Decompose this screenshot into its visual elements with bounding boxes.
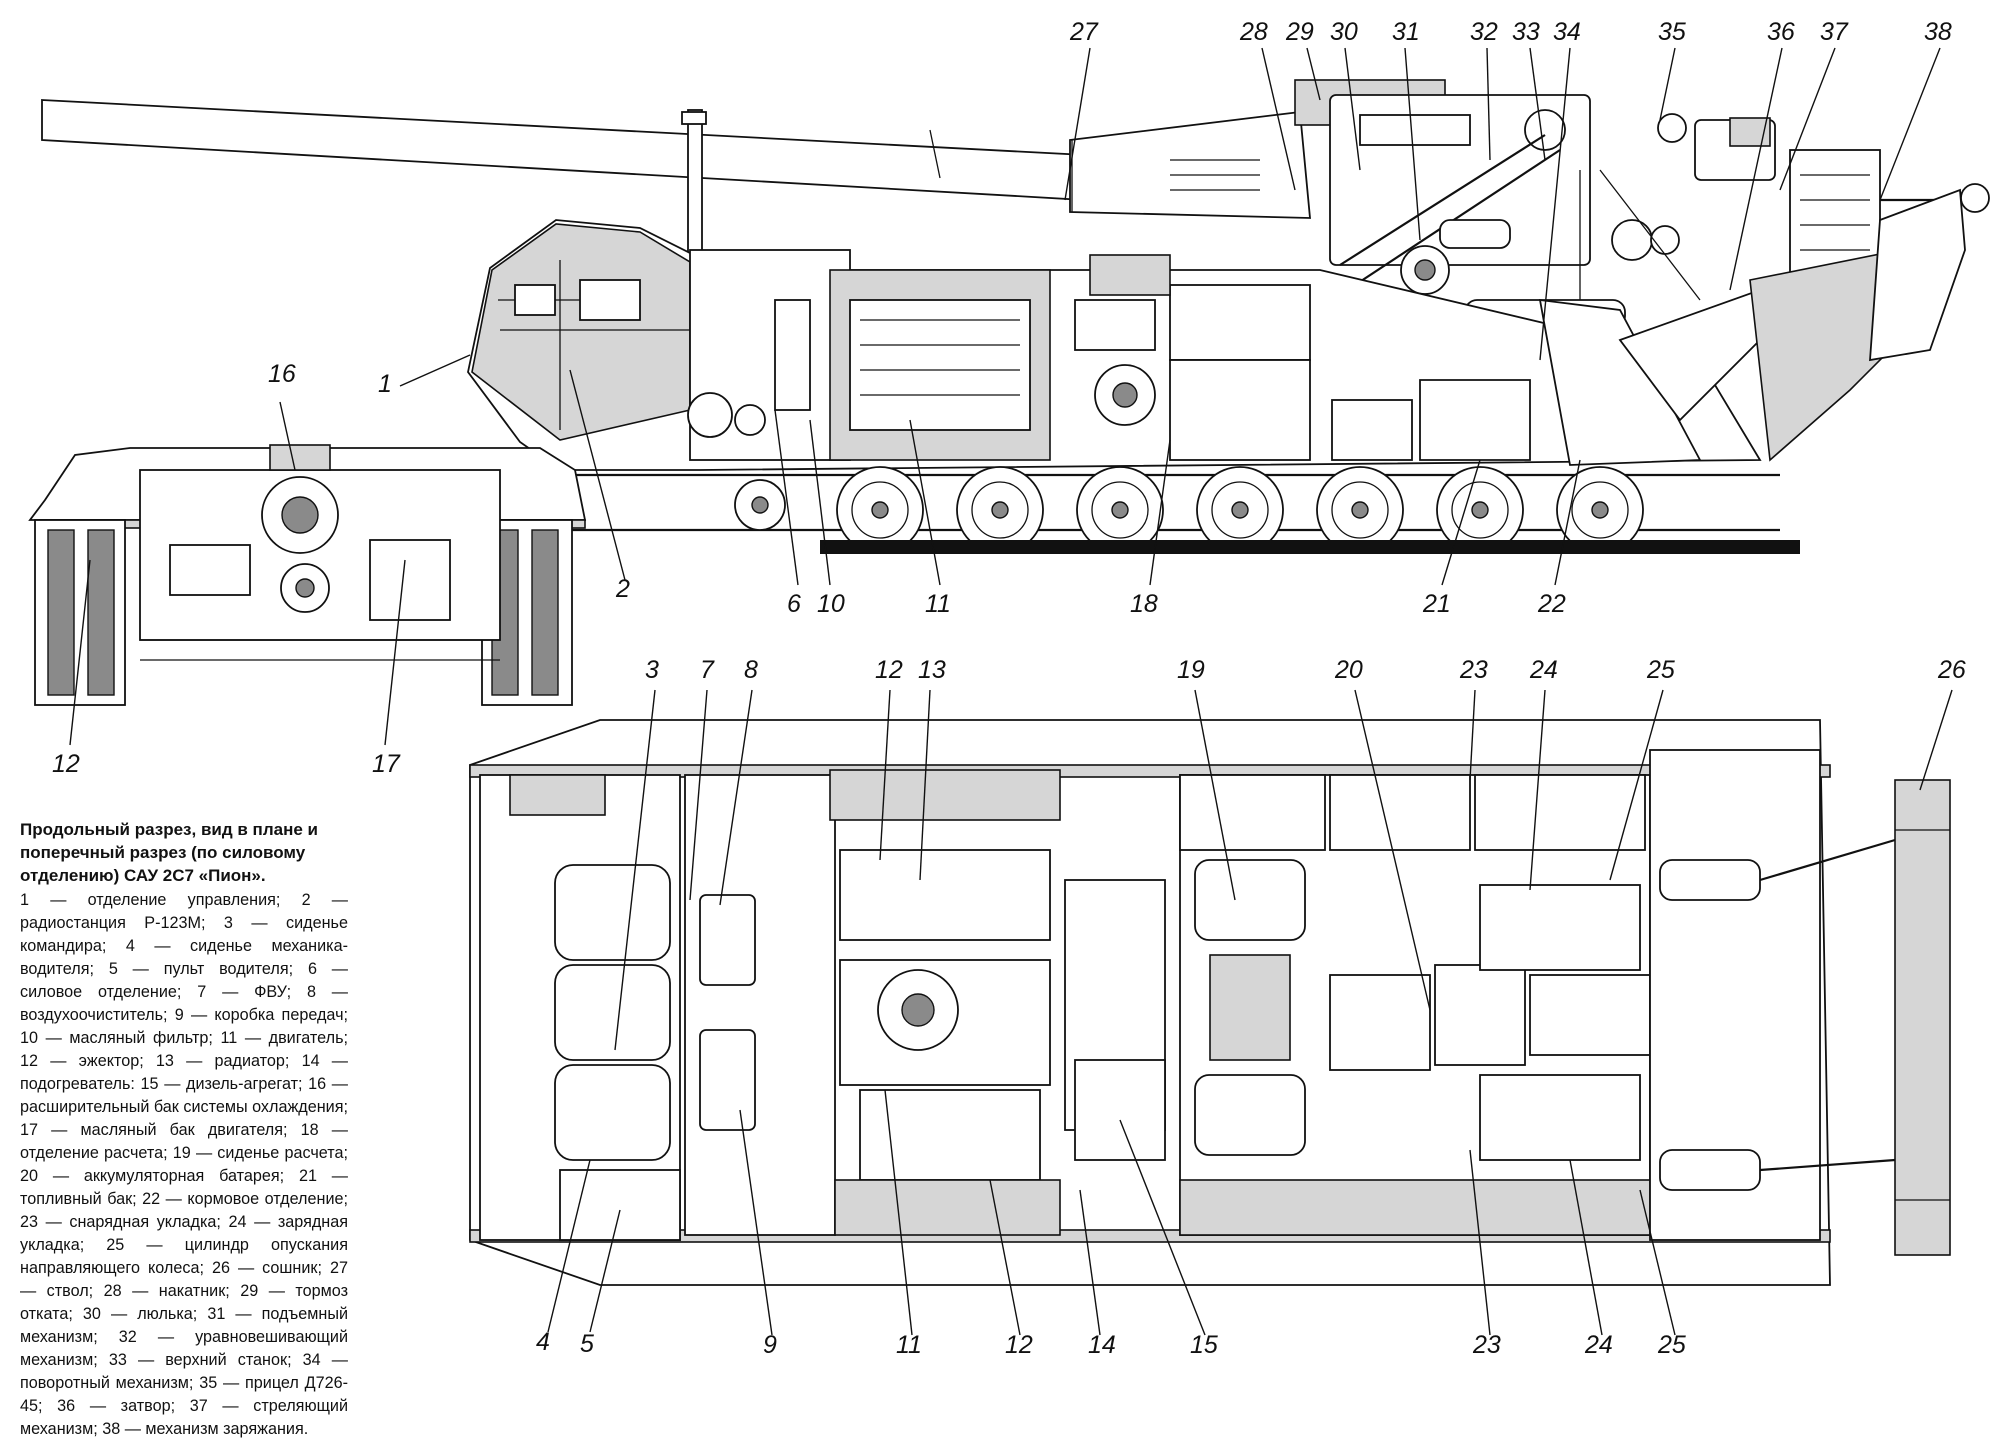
callout-plan-top-7: 23 <box>1459 656 1488 684</box>
callout-side-1: 28 <box>1239 18 1268 46</box>
callout-side-17: 18 <box>1130 590 1158 618</box>
callout-plan-top-2: 8 <box>744 656 758 684</box>
callout-cross-1: 12 <box>52 750 80 778</box>
callout-plan-top-1: 7 <box>700 656 715 684</box>
callout-side-4: 31 <box>1392 18 1420 46</box>
callout-side-2: 29 <box>1285 18 1314 46</box>
callout-plan-top-9: 25 <box>1646 656 1675 684</box>
callout-plan-top-6: 20 <box>1334 656 1363 684</box>
callout-side-8: 35 <box>1658 18 1686 46</box>
callout-plan-top-4: 13 <box>918 656 946 684</box>
side-view <box>41 79 1990 554</box>
callout-side-13: 2 <box>615 575 630 603</box>
callout-side-19: 22 <box>1537 590 1566 618</box>
caption-legend-text: 1 — отделение управления; 2 — радиостанц… <box>20 891 348 1438</box>
callout-plan-bottom-4: 12 <box>1005 1331 1033 1359</box>
callout-plan-bottom-0: 4 <box>536 1328 550 1356</box>
callout-plan-bottom-6: 15 <box>1190 1331 1218 1359</box>
callout-side-0: 27 <box>1069 18 1099 46</box>
callout-plan-bottom-1: 5 <box>580 1330 594 1358</box>
caption-legend: Продольный разрез, вид в плане и попереч… <box>20 818 348 1441</box>
leader-lines <box>69 47 1953 1336</box>
callout-side-15: 10 <box>817 590 845 618</box>
callout-side-11: 38 <box>1924 18 1952 46</box>
callout-side-12: 1 <box>378 370 392 398</box>
plan-view <box>469 719 1951 1286</box>
callout-plan-top-8: 24 <box>1529 656 1558 684</box>
callout-side-16: 11 <box>925 590 951 618</box>
callout-side-3: 30 <box>1330 18 1358 46</box>
cross-section-view <box>28 444 587 706</box>
callout-plan-bottom-9: 25 <box>1657 1331 1686 1359</box>
technical-cutaway-drawing: 27 28 29 30 31 32 33 34 35 36 37 38 1 2 … <box>28 18 1990 1359</box>
callout-side-18: 21 <box>1422 590 1451 618</box>
caption-title: Продольный разрез, вид в плане и попереч… <box>20 820 318 885</box>
callout-plan-bottom-7: 23 <box>1472 1331 1501 1359</box>
callout-plan-bottom-2: 9 <box>763 1331 777 1359</box>
gun-barrel <box>41 99 1311 261</box>
callout-plan-bottom-5: 14 <box>1088 1331 1116 1359</box>
callout-side-10: 37 <box>1820 18 1849 46</box>
callout-numbers: 27 28 29 30 31 32 33 34 35 36 37 38 1 2 … <box>52 18 1966 1359</box>
callout-plan-top-0: 3 <box>645 656 659 684</box>
running-gear <box>520 466 1800 554</box>
callout-side-14: 6 <box>787 590 801 618</box>
callout-side-7: 34 <box>1553 18 1581 46</box>
callout-cross-2: 17 <box>372 750 401 778</box>
callout-plan-top-10: 26 <box>1937 656 1966 684</box>
callout-side-5: 32 <box>1470 18 1498 46</box>
callout-side-6: 33 <box>1512 18 1540 46</box>
callout-plan-top-5: 19 <box>1177 656 1205 684</box>
callout-plan-bottom-3: 11 <box>896 1331 922 1359</box>
callout-cross-0: 16 <box>268 360 296 388</box>
callout-side-9: 36 <box>1767 18 1795 46</box>
callout-plan-top-3: 12 <box>875 656 903 684</box>
callout-plan-bottom-8: 24 <box>1584 1331 1613 1359</box>
hull-side <box>467 188 1966 471</box>
